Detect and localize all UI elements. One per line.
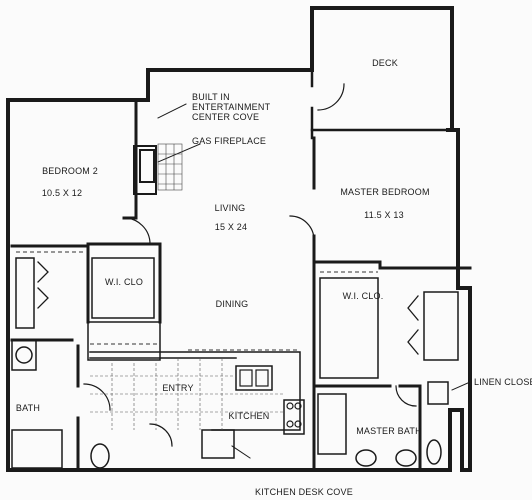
living-size: 15 X 24 [214,222,248,232]
kitchen-tile-grid [90,358,284,430]
closet-outlines [15,257,459,379]
bedroom2-size: 10.5 X 12 [41,188,83,198]
bath-label: BATH [15,403,41,413]
kitchen-label: KITCHEN [228,411,270,421]
kitchen-fixtures [239,369,302,428]
fireplace-callout: GAS FIREPLACE [192,136,267,146]
kitchen-desk-callout: KITCHEN DESK COVE [255,487,353,497]
living-label: LIVING [214,203,246,213]
kitchen-counters [89,351,305,459]
dashed-lines [16,251,378,351]
entertainment-callout: BUILT IN ENTERTAINMENT CENTER COVE [192,92,271,122]
callout-leaders [157,103,471,459]
door-swings [83,83,417,447]
wi-closet-left-label: W.I. CLO [104,277,144,287]
master-bath-label: MASTER BATH [356,426,422,436]
fireplace [133,145,157,195]
bedroom2-label: BEDROOM 2 [42,166,98,176]
bifold-doors [37,261,419,355]
deck-walls [310,68,454,140]
wi-closet-right-label: W.I. CLO. [342,291,384,301]
fireplace-hearth [157,143,183,191]
entry-label: ENTRY [162,383,194,393]
outer-walls [6,6,472,472]
dining-label: DINING [215,299,249,309]
deck-label: DECK [372,58,398,68]
bath-fixtures [11,339,449,469]
master-bedroom-size: 11.5 X 13 [364,210,404,220]
master-bedroom-label: MASTER BEDROOM [340,187,430,197]
linen-closet-callout: LINEN CLOSET [474,377,532,387]
